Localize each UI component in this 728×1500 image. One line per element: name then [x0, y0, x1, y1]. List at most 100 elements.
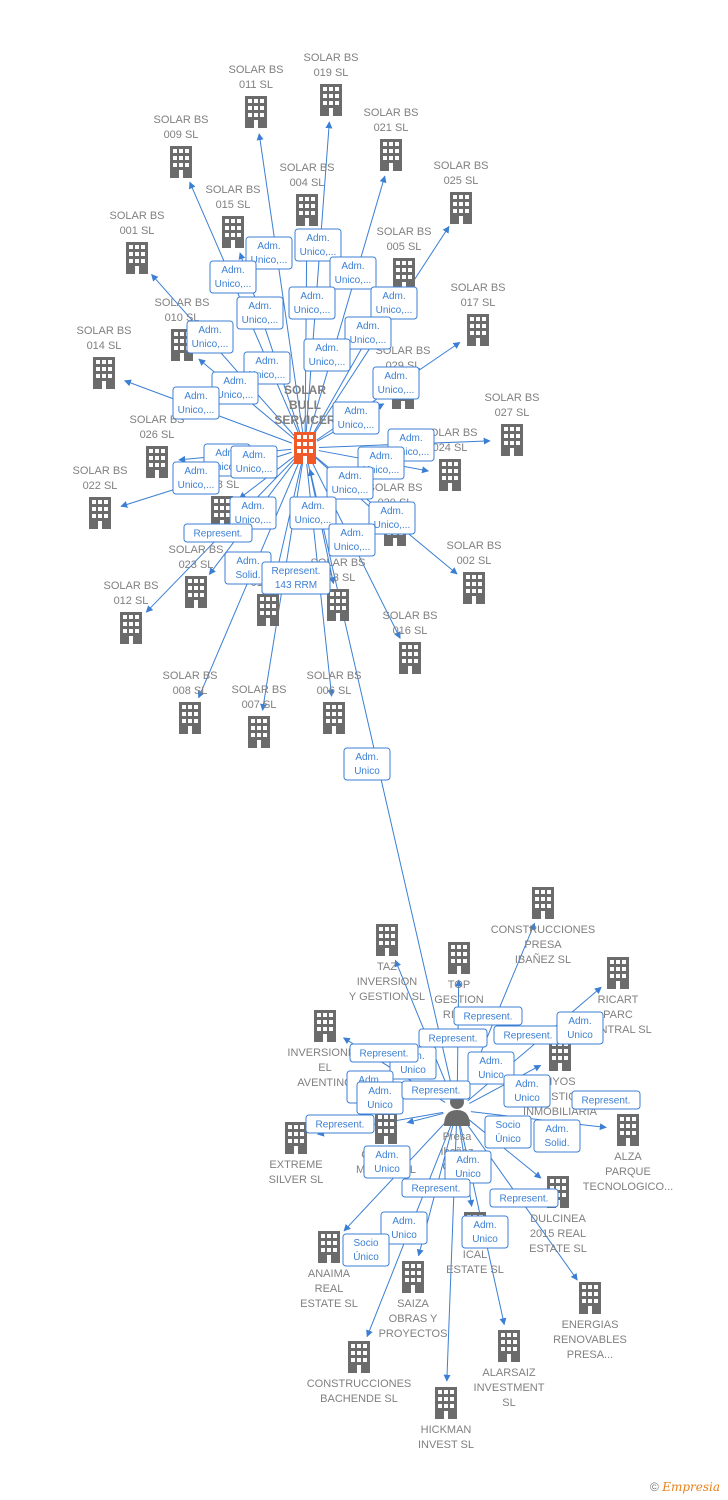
relation-text: Represent.: [429, 1034, 478, 1045]
relation-label[interactable]: Adm.Unico,...: [209, 260, 257, 294]
node-label: 009 SL: [164, 129, 199, 141]
relation-text: Adm.: [392, 1216, 415, 1227]
relation-label[interactable]: Adm.Unico,...: [229, 496, 277, 530]
relation-label[interactable]: Adm.Unico,...: [294, 228, 342, 262]
building-icon: [448, 942, 470, 974]
relation-label[interactable]: Represent.: [571, 1090, 641, 1110]
relation-label[interactable]: Adm.Unico: [356, 1081, 404, 1115]
relation-text: Unico,...: [217, 390, 254, 401]
relation-label[interactable]: Adm.Unico,...: [211, 371, 259, 405]
relation-label[interactable]: Represent.: [453, 1006, 523, 1026]
relation-label[interactable]: Represent.: [183, 523, 253, 543]
relation-label[interactable]: Adm.Unico,...: [288, 286, 336, 320]
company-node[interactable]: ENERGIASRENOVABLESPRESA...: [553, 1282, 627, 1361]
relation-label[interactable]: Represent.: [418, 1028, 488, 1048]
company-node[interactable]: ALZAPARQUETECNOLOGICO...: [583, 1114, 673, 1193]
company-node[interactable]: TOPGESTIONRIVAS: [434, 942, 484, 1021]
relation-label[interactable]: Adm.Unico: [461, 1215, 509, 1249]
relation-label[interactable]: Adm.Solid.: [224, 551, 272, 585]
relation-label[interactable]: Represent.: [305, 1114, 375, 1134]
relation-label[interactable]: Adm.Unico: [503, 1074, 551, 1108]
relation-label[interactable]: Adm.Unico,...: [172, 386, 220, 420]
relation-text: Socio: [353, 1238, 378, 1249]
relation-label[interactable]: Represent.: [489, 1188, 559, 1208]
building-icon: [179, 702, 201, 734]
relation-label[interactable]: Adm.Unico: [363, 1145, 411, 1179]
relation-label[interactable]: Adm.Unico: [444, 1150, 492, 1184]
relation-label[interactable]: Adm.Unico,...: [368, 501, 416, 535]
relation-label[interactable]: Adm.Unico,...: [245, 236, 293, 270]
relation-label[interactable]: Adm.Unico: [343, 747, 391, 781]
relation-label[interactable]: Represent.: [401, 1080, 471, 1100]
relation-label[interactable]: Adm.Unico,...: [332, 401, 380, 435]
relation-label[interactable]: Adm.Unico,...: [370, 286, 418, 320]
relation-text: Adm.: [300, 291, 323, 302]
building-icon: [501, 424, 523, 456]
relation-label[interactable]: Adm.Unico,...: [372, 366, 420, 400]
relation-label[interactable]: Adm.Unico,...: [186, 320, 234, 354]
relation-label[interactable]: Adm.Unico: [556, 1011, 604, 1045]
relation-text: Unico,...: [235, 515, 272, 526]
building-icon: [463, 572, 485, 604]
relation-label[interactable]: Represent.: [401, 1178, 471, 1198]
relation-label[interactable]: Represent.: [349, 1043, 419, 1063]
relation-label[interactable]: Adm.Unico: [380, 1211, 428, 1245]
relation-label[interactable]: Adm.Unico,...: [329, 256, 377, 290]
relation-label[interactable]: Represent.: [493, 1025, 563, 1045]
relation-text: Adm.: [382, 291, 405, 302]
relation-label[interactable]: Adm.Unico: [467, 1051, 515, 1085]
relation-label[interactable]: Adm.Unico,...: [172, 461, 220, 495]
relation-text: Represent.: [504, 1031, 553, 1042]
building-icon: [375, 1112, 397, 1144]
building-icon: [376, 924, 398, 956]
relation-label[interactable]: Represent.143 RRM: [261, 561, 331, 595]
relation-text: Adm.: [184, 466, 207, 477]
relation-label[interactable]: Adm.Unico,...: [236, 296, 284, 330]
relation-label[interactable]: Adm.Solid.: [533, 1119, 581, 1153]
relation-label[interactable]: Adm.Unico,...: [230, 445, 278, 479]
relation-label[interactable]: Adm.Unico,...: [328, 523, 376, 557]
relation-label[interactable]: Adm.Unico,...: [289, 496, 337, 530]
relation-label[interactable]: Adm.Unico,...: [326, 466, 374, 500]
relation-label[interactable]: Adm.Unico,...: [344, 316, 392, 350]
relation-text: Adm.: [358, 1075, 381, 1086]
relation-label[interactable]: Adm.Unico,...: [303, 338, 351, 372]
